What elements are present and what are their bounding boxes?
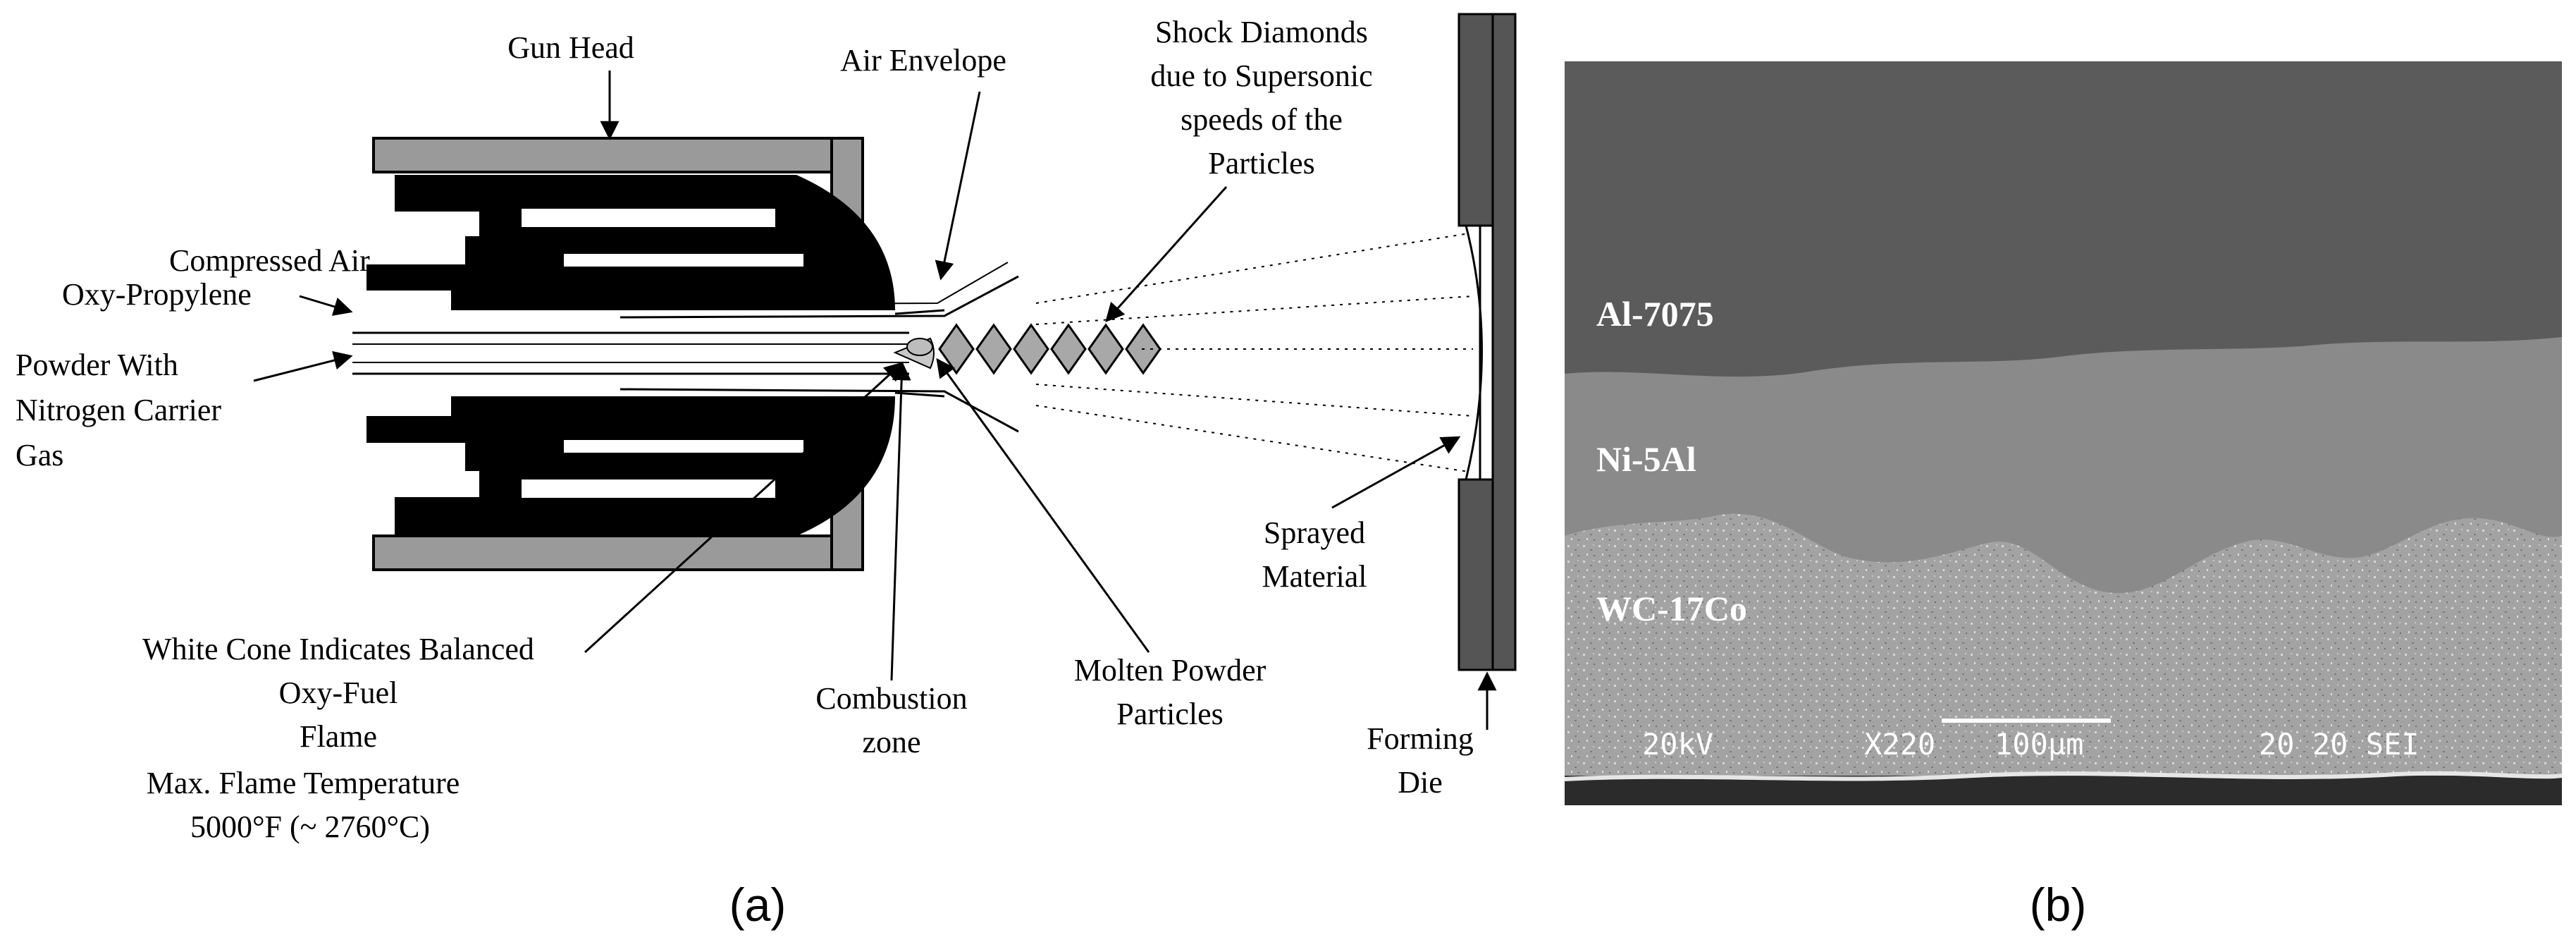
sem-info: 20 20 SEI [2259,727,2420,762]
label-compressed-air: Compressed Air [169,243,370,278]
shock-diamond [975,323,1012,375]
label-white-cone-2: Oxy-Fuel [279,676,398,710]
wc-17co-layer [1565,513,2562,805]
caption-a: (a) [729,879,787,931]
sem-bottom-edge [1565,776,2562,805]
gun-inner-passages [522,209,803,498]
gun-body-lower [366,396,895,536]
label-white-cone-4: Max. Flame Temperature [147,766,460,800]
caption-b: (b) [2030,879,2087,931]
sem-voltage: 20kV [1642,727,1713,762]
gun-body-upper [366,175,895,310]
layer-label-al-7075: Al-7075 [1596,294,1714,334]
panel-a-schematic: Gun Head Air Envelope Shock Diamonds due… [16,13,1517,931]
label-powder-2: Nitrogen Carrier [16,393,221,427]
panel-a-arrows [253,71,1497,730]
layer-label-ni-5al: Ni-5Al [1596,439,1696,479]
shock-diamond [1050,323,1087,375]
label-forming-1: Forming [1367,721,1474,756]
label-molten-2: Particles [1116,697,1224,731]
label-sprayed-1: Sprayed [1264,515,1365,550]
sem-magnification: X220 [1864,727,1935,762]
barrel [352,309,945,398]
label-shock-diamonds-4: Particles [1208,146,1315,181]
label-shock-diamonds-1: Shock Diamonds [1155,15,1368,49]
spray-dotted-lines [1035,232,1474,473]
shock-diamonds [938,323,1161,375]
air-envelope-lines [620,262,1019,433]
label-forming-2: Die [1398,765,1443,800]
layer-label-wc-17co: WC-17Co [1596,589,1747,628]
sem-edge-highlight [1564,771,2563,781]
panel-b-sem-image: Al-7075 Ni-5Al WC-17Co 20kV X220 100µm 2… [1564,61,2563,931]
shock-diamond [1013,323,1049,375]
sem-scale-label: 100µm [1995,727,2083,762]
label-shock-diamonds-2: due to Supersonic [1150,59,1372,93]
label-shock-diamonds-3: speeds of the [1181,102,1343,137]
label-combustion-1: Combustion [815,681,967,716]
panel-a-labels: Gun Head Air Envelope Shock Diamonds due… [16,15,1474,844]
label-gun-head: Gun Head [507,30,634,65]
label-molten-1: Molten Powder [1074,653,1267,688]
label-white-cone-1: White Cone Indicates Balanced [142,632,534,666]
label-white-cone-3: Flame [300,719,377,754]
label-combustion-2: zone [862,725,920,759]
shock-diamond [1087,323,1124,375]
label-oxy-propylene: Oxy-Propylene [62,277,252,312]
label-powder-3: Gas [16,438,63,472]
label-white-cone-5: 5000°F (~ 2760°C) [190,809,430,844]
label-sprayed-2: Material [1262,559,1367,594]
shock-diamond [938,323,975,375]
label-powder-1: Powder With [16,348,178,382]
forming-die [1458,13,1517,671]
sprayed-material [1465,224,1483,481]
label-air-envelope: Air Envelope [840,43,1006,78]
combustion-zone [906,338,933,356]
